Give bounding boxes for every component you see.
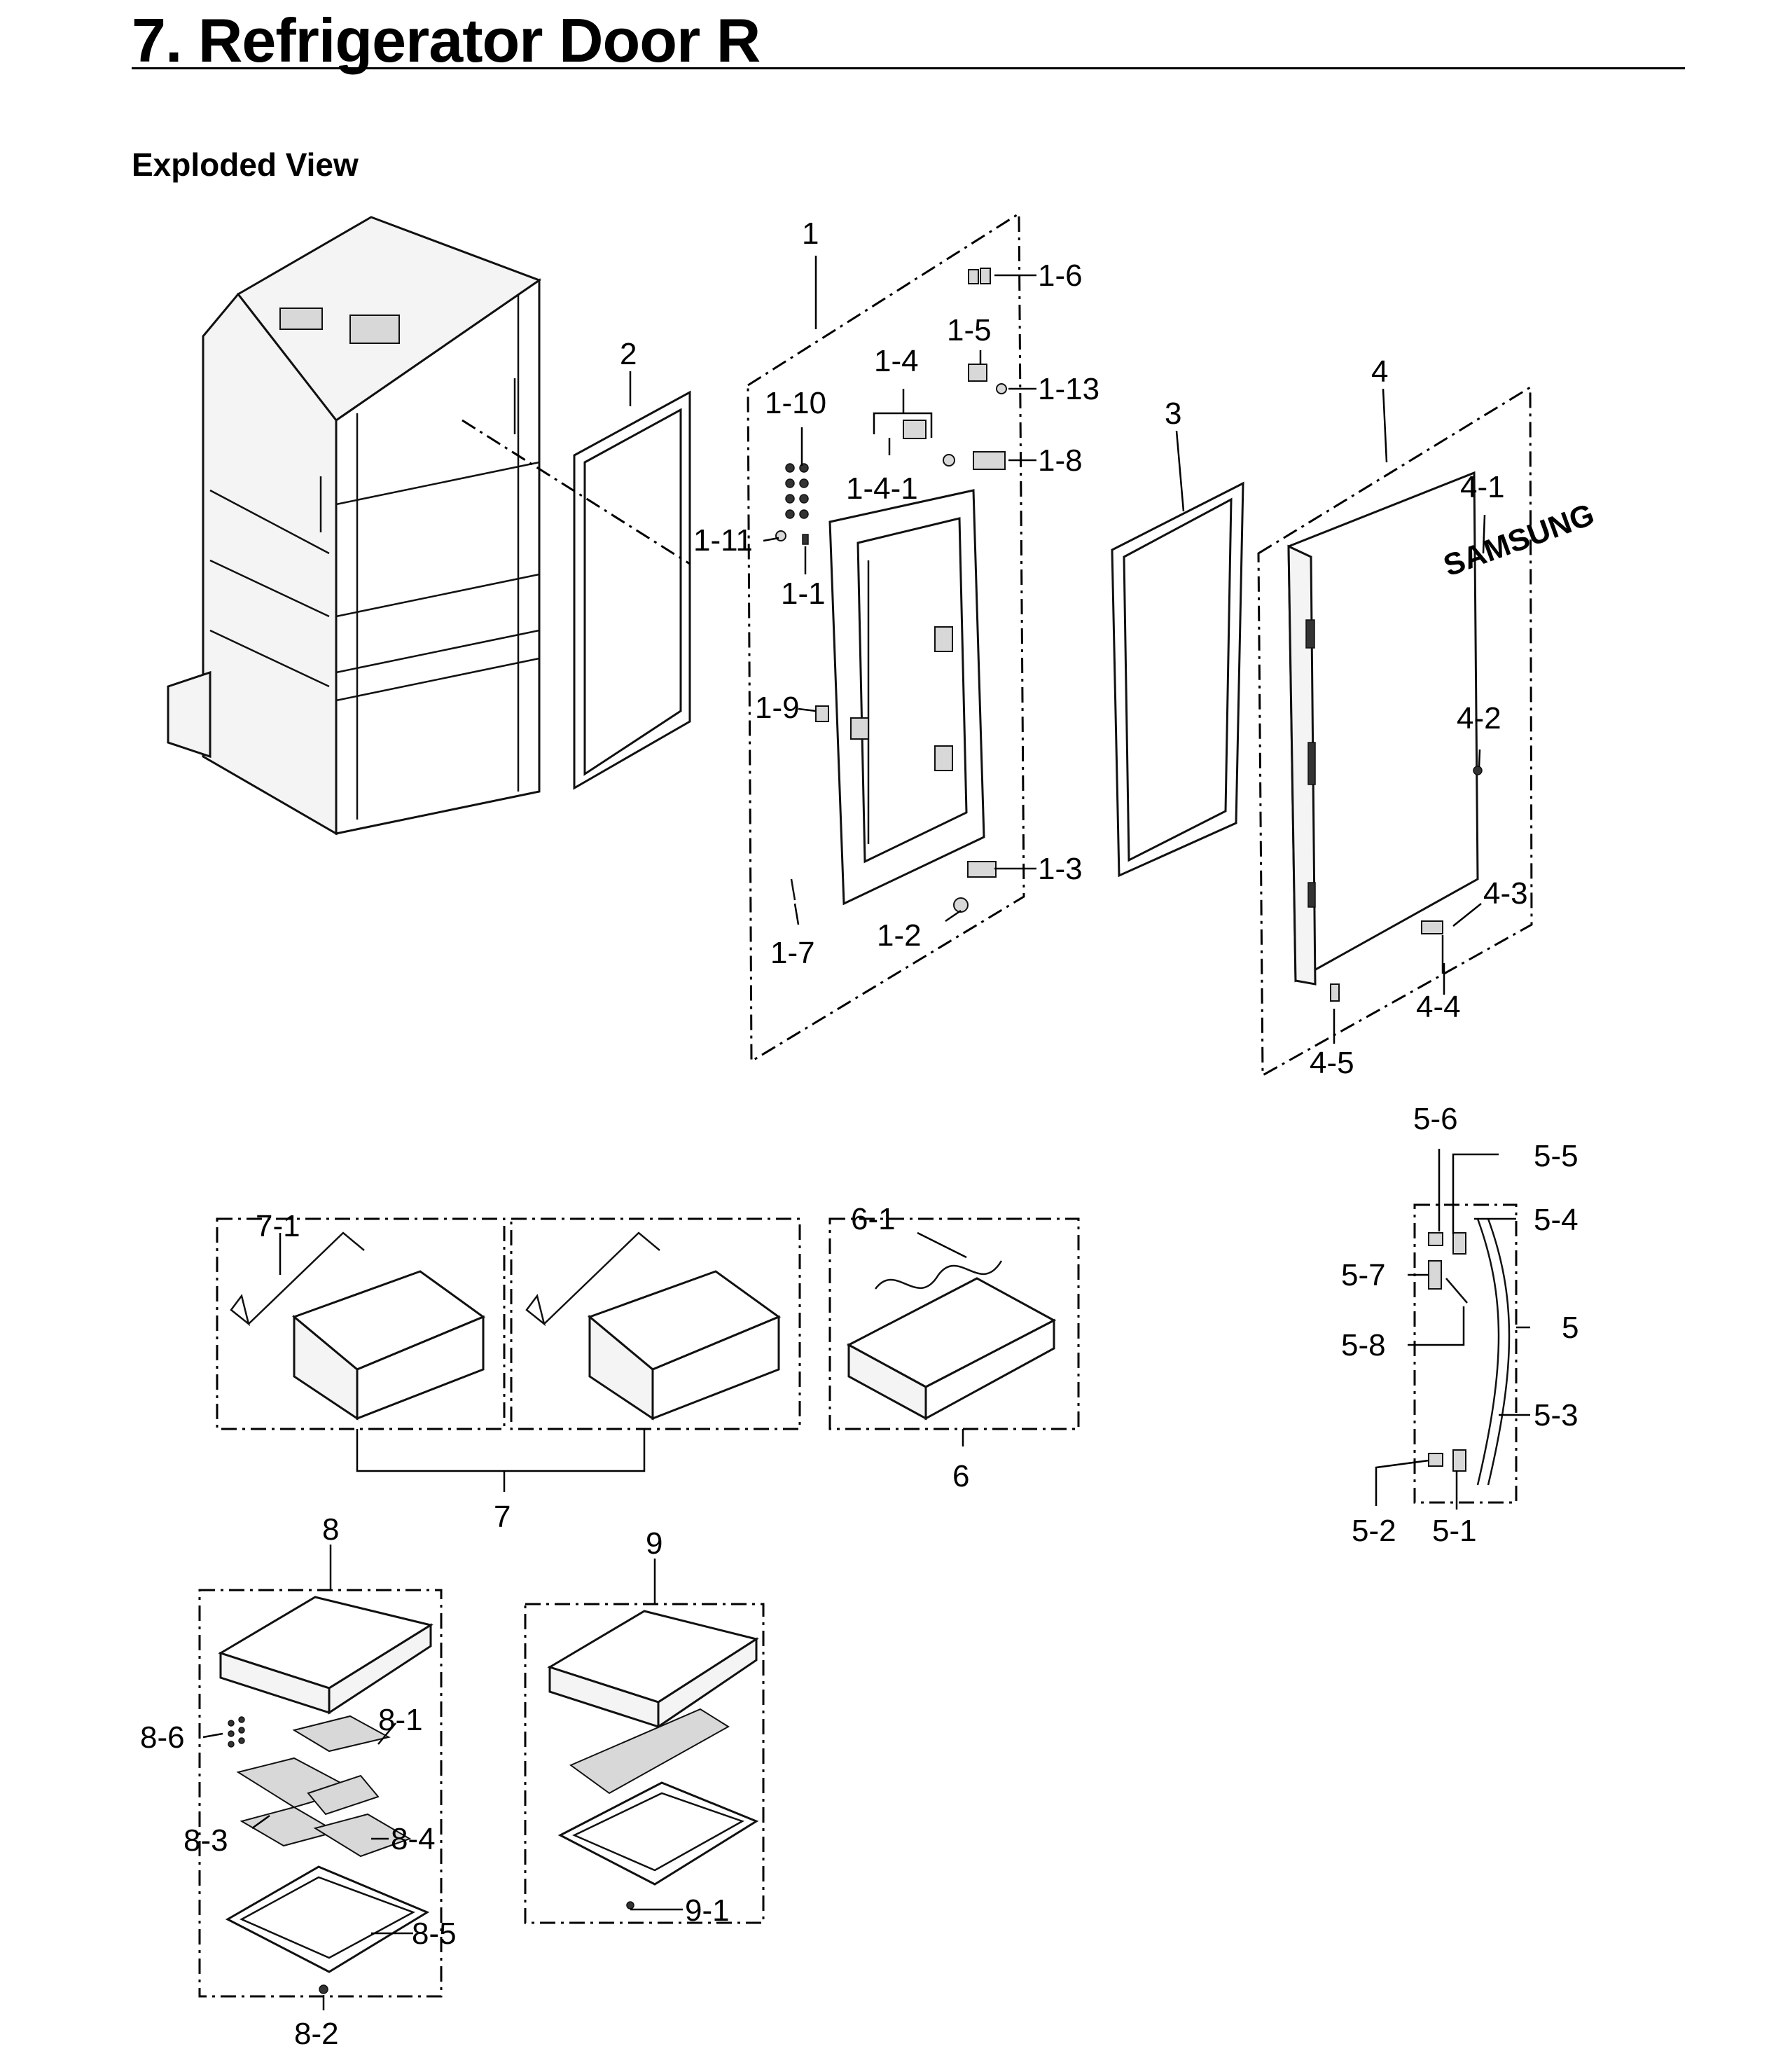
refrigerator-cabinet [167,216,542,836]
title-rule [132,67,1685,69]
label-9: 9 [646,1526,662,1561]
label-5-8: 5-8 [1341,1328,1386,1362]
part-7-bins [216,1217,801,1492]
label-4-2: 4-2 [1457,701,1501,735]
label-5-1: 5-1 [1432,1514,1477,1548]
label-8-5: 8-5 [412,1916,457,1951]
label-7-1: 7-1 [256,1209,300,1243]
page-title: 7. Refrigerator Door R [132,6,761,75]
part-labels: 1 1-6 1-5 1-4 1-13 1-10 1-8 1-4-1 1-11 1… [140,216,1579,2051]
label-9-1: 9-1 [685,1893,730,1928]
leader-lines [202,256,1530,2010]
label-1-4: 1-4 [874,344,919,378]
label-8-1: 8-1 [378,1703,423,1737]
label-7: 7 [494,1500,511,1534]
label-1-6: 1-6 [1038,258,1083,293]
label-8: 8 [322,1512,339,1547]
label-6-1: 6-1 [851,1202,896,1236]
part-8-drawer-cover [198,1589,443,1998]
label-6: 6 [952,1459,969,1493]
label-5-3: 5-3 [1534,1398,1579,1432]
part-1-door-liner [747,212,1025,1063]
label-1-5: 1-5 [947,313,992,347]
part-3-gasket [1111,481,1244,878]
part-5-assembly [1413,1203,1518,1504]
label-5-5: 5-5 [1534,1139,1579,1173]
label-5-4: 5-4 [1534,1203,1579,1237]
label-4-1: 4-1 [1460,470,1505,504]
label-1-7: 1-7 [770,936,815,970]
label-1-10: 1-10 [765,386,826,420]
label-4-3: 4-3 [1483,876,1528,911]
label-8-6: 8-6 [140,1720,185,1755]
part-4-outer-door [1257,385,1533,1077]
label-4-4: 4-4 [1416,990,1461,1024]
label-1-9: 1-9 [755,691,800,725]
label-1-13: 1-13 [1038,372,1099,406]
label-1: 1 [802,216,819,251]
label-1-8: 1-8 [1038,443,1083,478]
label-8-2: 8-2 [294,2017,339,2051]
label-8-4: 8-4 [391,1822,436,1856]
label-1-2: 1-2 [877,918,922,953]
section-subtitle: Exploded View [132,146,359,183]
part-6-tray [828,1217,1080,1430]
label-4-5: 4-5 [1310,1046,1354,1080]
label-5-2: 5-2 [1352,1514,1396,1548]
label-1-4-1: 1-4-1 [846,471,918,506]
label-5-7: 5-7 [1341,1258,1386,1292]
label-4: 4 [1371,354,1388,389]
label-5: 5 [1562,1311,1579,1345]
label-2: 2 [620,337,637,371]
part-9-drawer-cover [524,1603,765,1924]
label-1-11: 1-11 [693,523,753,558]
label-1-1: 1-1 [781,576,826,611]
label-8-3: 8-3 [183,1823,228,1858]
label-5-6: 5-6 [1413,1102,1458,1136]
label-3: 3 [1165,396,1181,431]
part-2-panel [462,390,691,790]
label-1-3: 1-3 [1038,852,1083,886]
